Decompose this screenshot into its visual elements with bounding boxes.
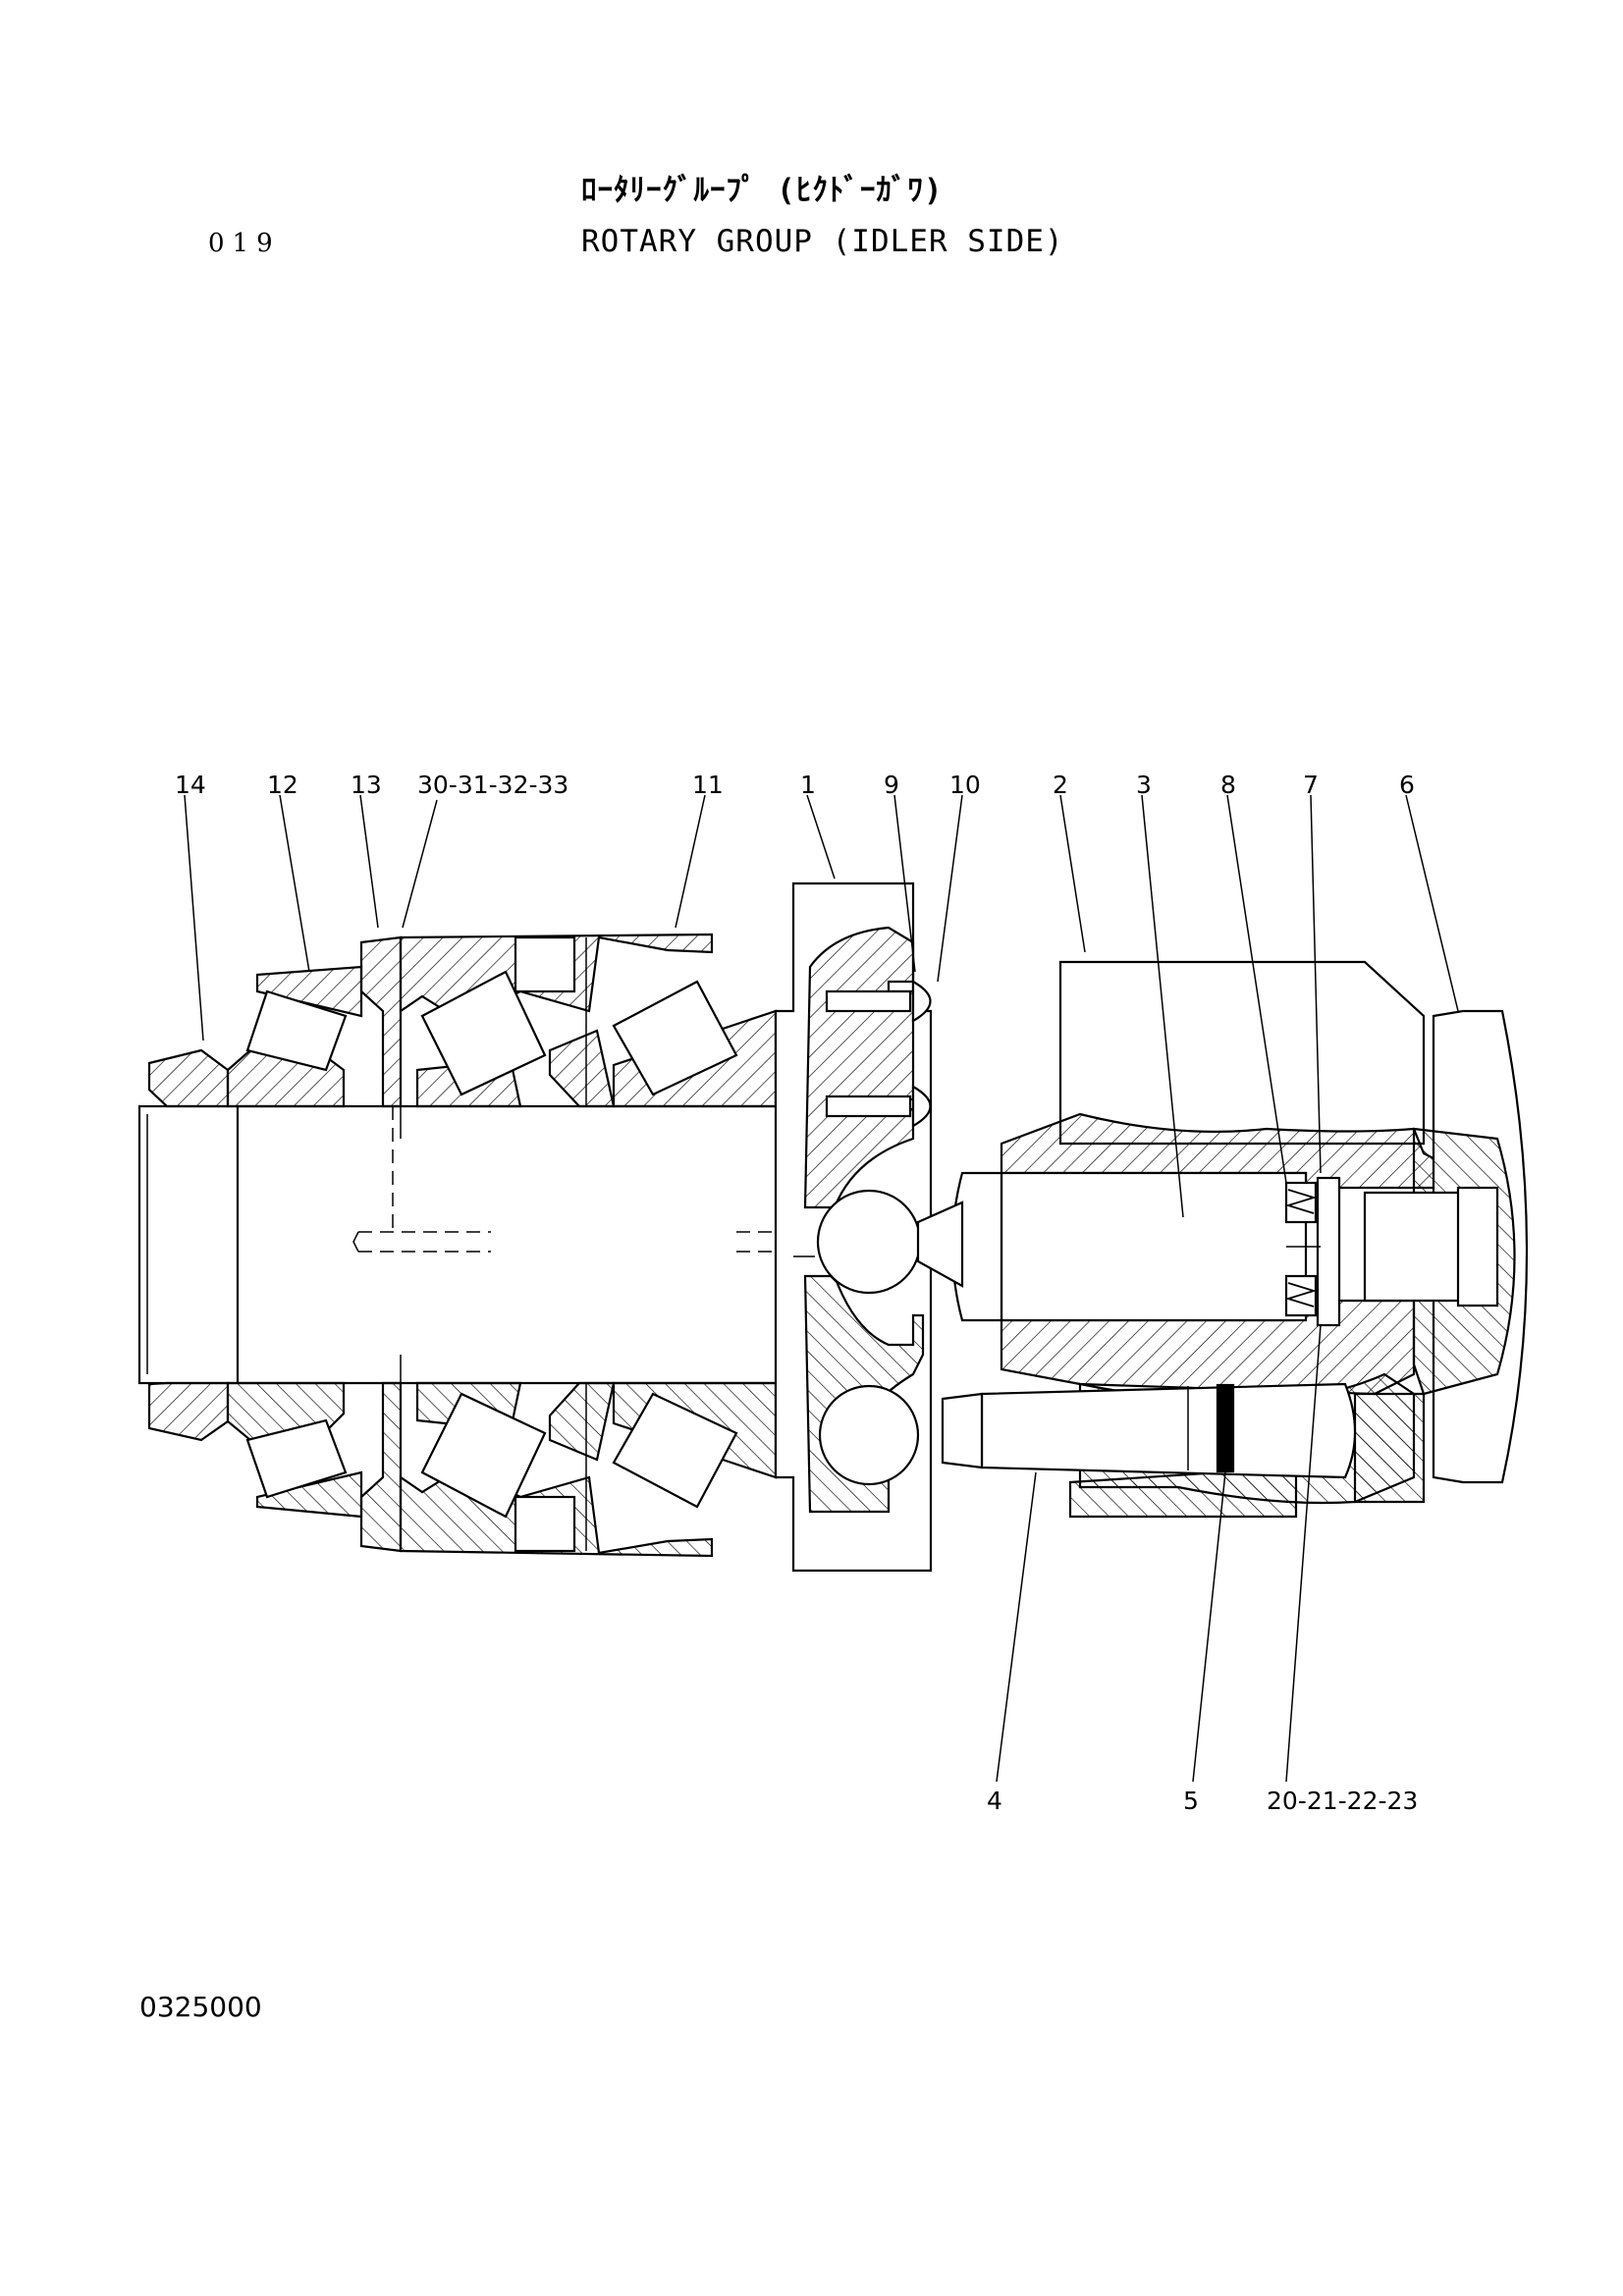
part-7-8-springs	[1284, 1176, 1341, 1327]
part-10-bolts	[825, 980, 932, 1128]
leader-2	[1059, 794, 1086, 953]
callouts: 14 12 13 30-31-32-33 11 1 9 10 2 3 8 7 6…	[175, 771, 1418, 1815]
part-6-valve-plate	[1363, 1009, 1529, 1484]
callout-1: 1	[800, 771, 816, 799]
callout-6: 6	[1399, 771, 1415, 799]
title-japanese: ﾛｰﾀﾘｰｸﾞﾙｰﾌﾟ (ﾋｸﾄﾞｰｶﾞﾜ)	[581, 173, 944, 208]
part-13-spacer	[359, 935, 403, 1553]
leader-13	[359, 794, 379, 929]
leader-1	[806, 794, 836, 880]
leader-12	[279, 794, 310, 973]
shaft	[137, 1104, 815, 1385]
part-12-bearing-lower	[226, 1381, 363, 1519]
callout-7: 7	[1303, 771, 1319, 799]
leader-14	[184, 794, 204, 1041]
part-5-ring	[1187, 1383, 1235, 1473]
leader-7	[1310, 794, 1322, 1174]
leader-lines	[184, 794, 1459, 1783]
document-number: 0325000	[139, 1991, 262, 2023]
callout-9: 9	[884, 771, 899, 799]
part-11-bearing-upper	[399, 933, 778, 1108]
callout-30-31-32-33: 30-31-32-33	[417, 771, 568, 799]
drawing-lines	[137, 881, 1529, 1573]
callout-10: 10	[949, 771, 981, 799]
title-english: ROTARY GROUP (IDLER SIDE)	[581, 224, 1064, 259]
leader-3	[1141, 794, 1184, 1218]
leader-6	[1405, 794, 1459, 1012]
callout-8: 8	[1220, 771, 1236, 799]
callout-3: 3	[1136, 771, 1152, 799]
part-12-bearing-upper	[226, 965, 363, 1108]
part-4-piston	[818, 1382, 1357, 1486]
page-number: 019	[208, 229, 281, 258]
leader-11	[675, 794, 706, 929]
callout-2: 2	[1053, 771, 1068, 799]
leader-30	[402, 799, 438, 929]
callout-11: 11	[692, 771, 724, 799]
leader-5	[1192, 1471, 1226, 1783]
callout-14: 14	[175, 771, 206, 799]
leader-4	[996, 1471, 1037, 1783]
part-11-bearing-lower	[399, 1381, 778, 1558]
leader-8	[1226, 794, 1287, 1184]
callout-4: 4	[987, 1787, 1002, 1815]
leader-9	[893, 794, 916, 973]
leader-20	[1285, 1324, 1322, 1783]
callout-5: 5	[1183, 1787, 1199, 1815]
callout-12: 12	[267, 771, 298, 799]
piston-ball-upper	[816, 1189, 964, 1295]
leader-10	[937, 794, 963, 983]
callout-20-21-22-23: 20-21-22-23	[1267, 1787, 1418, 1815]
callout-13: 13	[351, 771, 382, 799]
part-3-piston	[950, 1171, 1308, 1322]
